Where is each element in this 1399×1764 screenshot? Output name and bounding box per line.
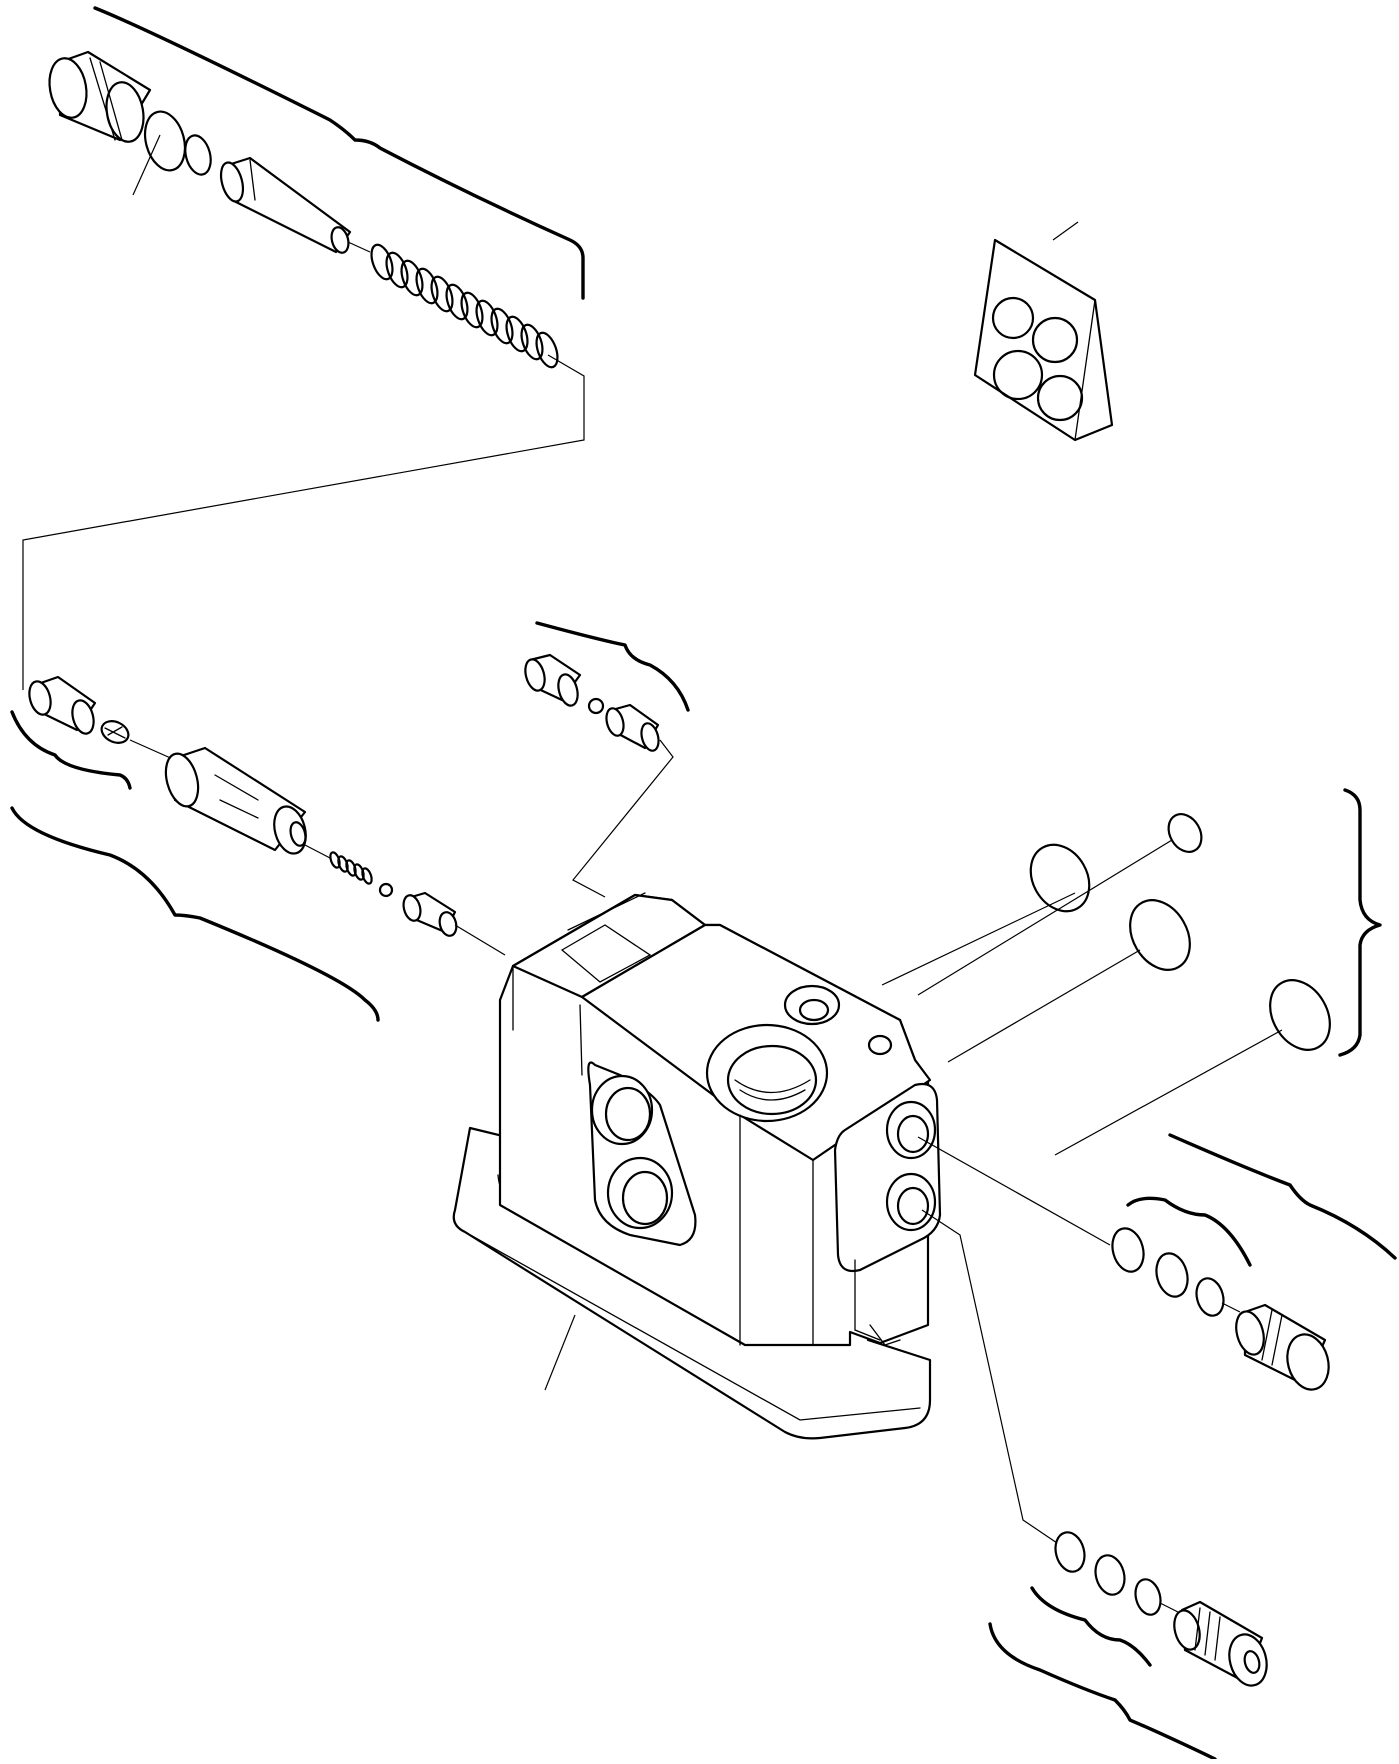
right-port-upper bbox=[885, 1100, 937, 1160]
spool-end-plug bbox=[28, 675, 97, 735]
check-valve-plug bbox=[605, 703, 660, 752]
o-ring bbox=[1155, 1252, 1189, 1298]
seal-ring bbox=[1031, 316, 1079, 364]
plug-upper bbox=[1235, 1303, 1330, 1391]
spool bbox=[164, 746, 307, 855]
check-ball bbox=[587, 697, 605, 715]
side-port-upper bbox=[590, 1074, 654, 1146]
backup-ring bbox=[184, 134, 212, 176]
filter-screen bbox=[100, 720, 130, 744]
o-ring-small bbox=[1167, 813, 1203, 853]
valve-body bbox=[452, 892, 942, 1440]
relief-valve-assembly bbox=[22, 6, 585, 690]
top-port bbox=[705, 1023, 829, 1123]
o-ring-large bbox=[1269, 979, 1331, 1051]
side-port-lower bbox=[606, 1156, 674, 1230]
spool-plug bbox=[402, 891, 458, 937]
seal-ring bbox=[992, 349, 1044, 401]
backup-ring bbox=[1195, 1277, 1225, 1317]
o-ring-large bbox=[1129, 899, 1191, 971]
relief-valve-cap bbox=[48, 50, 152, 143]
relief-spring bbox=[370, 243, 559, 369]
o-ring bbox=[1054, 1531, 1086, 1573]
o-ring-large bbox=[1029, 843, 1091, 913]
relief-poppet bbox=[219, 156, 352, 254]
port-plug-upper bbox=[917, 1133, 1397, 1391]
seal-kit bbox=[973, 221, 1114, 442]
backup-ring bbox=[1134, 1578, 1162, 1616]
spool-ball bbox=[378, 882, 394, 898]
port-plug-lower bbox=[921, 1209, 1268, 1761]
o-ring bbox=[1094, 1554, 1126, 1596]
right-port-lower bbox=[885, 1172, 937, 1232]
top-boss bbox=[783, 984, 841, 1026]
small-spring bbox=[329, 851, 373, 885]
o-ring bbox=[1111, 1227, 1145, 1273]
check-valve-assembly bbox=[524, 621, 690, 898]
port-o-rings bbox=[881, 788, 1382, 1156]
plug-lower bbox=[1173, 1600, 1268, 1687]
check-valve-seat bbox=[524, 653, 582, 707]
o-ring bbox=[143, 110, 187, 172]
spool-assembly bbox=[10, 675, 506, 1022]
small-hole bbox=[867, 1034, 893, 1056]
seal-ring bbox=[1036, 374, 1084, 422]
seal-ring bbox=[991, 296, 1035, 340]
